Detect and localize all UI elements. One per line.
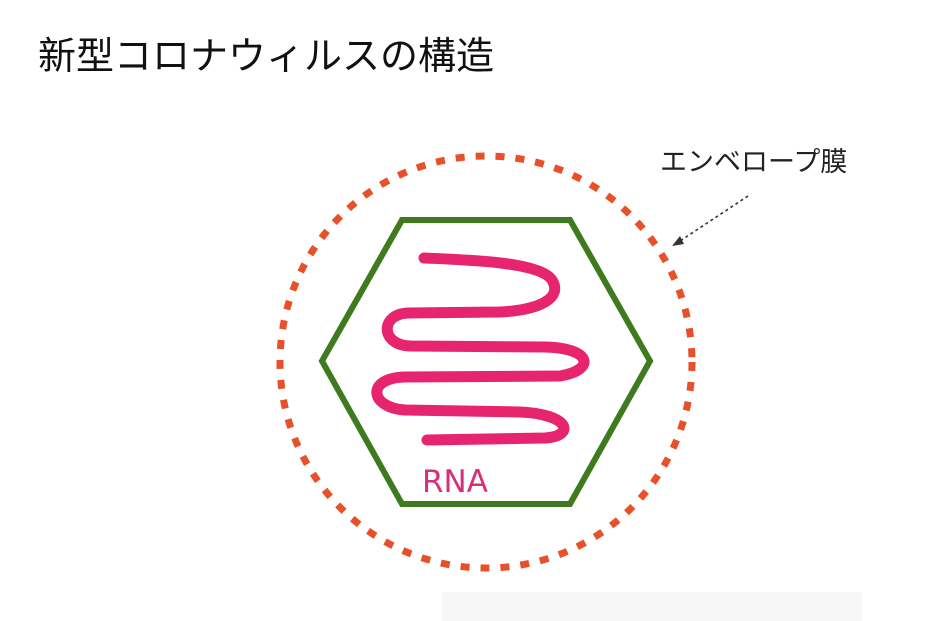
- capsid-hexagon: [318, 217, 654, 507]
- envelope-membrane-label: エンベロープ膜: [660, 147, 848, 178]
- rna-label: RNA: [422, 464, 488, 500]
- bottom-strip: [442, 592, 862, 621]
- rna-strand: [371, 252, 590, 446]
- envelope-membrane: [276, 152, 696, 572]
- pointer-arrow-icon: [672, 195, 749, 246]
- page-title: 新型コロナウィルスの構造: [38, 34, 495, 78]
